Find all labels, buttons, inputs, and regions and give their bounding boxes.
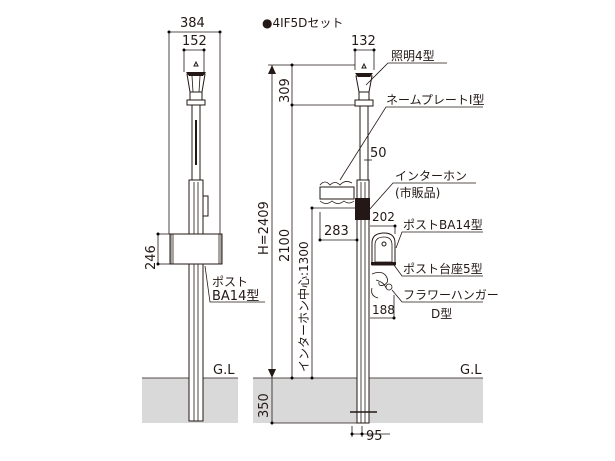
label-intercom-line2: (市販品) xyxy=(395,185,440,200)
dim-283: 283 xyxy=(324,224,349,239)
gl-label-left: G.L xyxy=(213,363,235,378)
dim-50: 50 xyxy=(370,146,387,161)
label-lamp: 照明4型 xyxy=(391,49,435,63)
label-post-base: ポスト台座5型 xyxy=(403,261,483,276)
label-post: ポストBA14型 xyxy=(403,218,483,232)
set-title: ●4IF5Dセット xyxy=(262,16,343,30)
dim-intercom-center: インターホン中心:1300 xyxy=(296,241,311,372)
dim-384: 384 xyxy=(180,16,205,31)
pole-left xyxy=(188,179,204,422)
label-hanger-line2: D型 xyxy=(431,307,452,321)
post-box-right xyxy=(371,232,396,266)
lamp-left xyxy=(186,73,206,93)
label-intercom-line1: インターホン xyxy=(395,169,467,183)
flower-hanger xyxy=(371,272,388,299)
dim-95: 95 xyxy=(366,429,383,444)
pole-right xyxy=(356,179,370,424)
label-nameplate: ネームプレートI型 xyxy=(386,93,484,107)
gl-label-right: G.L xyxy=(460,363,482,378)
dim-132: 132 xyxy=(351,34,376,49)
dim-202: 202 xyxy=(372,210,395,224)
label-hanger-line1: フラワーハンガー xyxy=(403,288,499,302)
dim-246: 246 xyxy=(144,245,159,270)
post-box-left xyxy=(169,233,223,265)
intercom xyxy=(355,198,370,220)
dim-2100: 2100 xyxy=(278,229,293,262)
dim-350: 350 xyxy=(257,393,272,418)
dim-152: 152 xyxy=(182,34,207,49)
dim-h-2409: H=2409 xyxy=(257,201,272,255)
post-label-line1: ポスト xyxy=(212,275,248,289)
dim-188: 188 xyxy=(372,303,395,317)
lamp-right xyxy=(355,75,373,93)
dim-309: 309 xyxy=(278,78,293,103)
right-elevation: ●4IF5Dセット 132 H=2409 309 2100 インターホン中心:1… xyxy=(257,16,499,444)
nameplate xyxy=(319,186,355,200)
post-label-line2: BA14型 xyxy=(212,289,259,304)
left-elevation: 384 152 246 ポスト BA14型 xyxy=(144,16,265,422)
